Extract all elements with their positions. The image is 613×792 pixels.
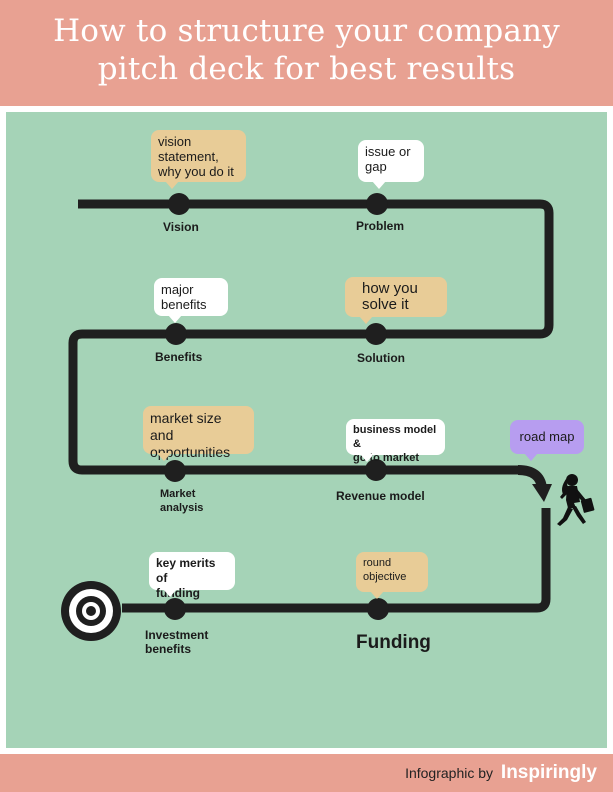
solution-bubble: how you solve it — [345, 277, 447, 324]
title-line-2: pitch deck for best results — [97, 51, 516, 87]
market-bubble-line-1: market size and — [150, 410, 222, 443]
vision-bubble-line-3: why you do it — [158, 164, 234, 179]
vision-bubble: vision statement, why you do it — [151, 130, 246, 189]
roadmap-bubble: road map — [510, 420, 584, 461]
vision-bubble-line-2: statement, — [158, 149, 219, 164]
stage-dot-funding — [367, 598, 389, 620]
footer-credit: Infographic by Inspiringly — [405, 760, 597, 786]
footer-brand: Inspiringly — [500, 762, 597, 783]
revenue-label: Revenue model — [336, 489, 425, 503]
benefits-bubble: major benefits — [154, 278, 228, 323]
stage-dot-vision — [168, 193, 190, 215]
solution-bubble-line-2: solve it — [362, 296, 409, 313]
funding-bubble-line-2: objective — [363, 571, 407, 583]
page-title: How to structure your company pitch deck… — [0, 12, 613, 88]
revenue-bubble-line-2: go to market — [353, 452, 420, 464]
stage-dot-revenue — [365, 459, 387, 481]
benefits-label: Benefits — [155, 350, 203, 364]
market-bubble-line-2: opportunities — [150, 444, 231, 460]
market-label-line-2: analysis — [160, 502, 204, 514]
vision-label: Vision — [163, 220, 199, 234]
stage-dot-problem — [366, 193, 388, 215]
revenue-bubble: business model & go to market — [346, 419, 445, 464]
funding-bubble: round objective — [356, 552, 428, 599]
problem-bubble-line-2: gap — [365, 159, 387, 174]
benefits-bubble-line-1: major — [161, 282, 194, 297]
stage-dot-market — [164, 460, 186, 482]
businesswoman-icon — [557, 474, 595, 526]
market-bubble: market size and opportunities — [143, 406, 254, 461]
revenue-bubble-line-1: business model & — [353, 424, 437, 450]
investment-label-line-2: benefits — [145, 642, 192, 656]
footer-banner: Infographic by Inspiringly — [0, 754, 613, 792]
header-banner: How to structure your company pitch deck… — [0, 0, 613, 106]
stage-dot-investment — [164, 598, 186, 620]
stage-dot-benefits — [165, 323, 187, 345]
vision-bubble-line-1: vision — [158, 134, 192, 149]
stage-dot-solution — [365, 323, 387, 345]
funding-bubble-line-1: round — [363, 557, 392, 569]
investment-label-line-1: Investment — [145, 628, 209, 642]
problem-bubble-line-1: issue or — [365, 144, 411, 159]
funding-label: Funding — [356, 632, 431, 653]
investment-bubble-line-1: key merits of — [156, 556, 216, 585]
solution-label: Solution — [357, 351, 405, 365]
target-icon — [61, 581, 121, 641]
investment-bubble-line-2: funding — [156, 586, 200, 600]
problem-bubble: issue or gap — [358, 140, 424, 189]
market-label-line-1: Market — [160, 488, 196, 500]
benefits-bubble-line-2: benefits — [161, 297, 207, 312]
footer-prefix: Infographic by — [405, 765, 494, 781]
investment-label: Investment benefits — [145, 628, 208, 656]
road-path — [68, 199, 554, 475]
solution-bubble-line-1: how you — [362, 280, 418, 297]
title-line-1: How to structure your company — [53, 13, 560, 49]
problem-label: Problem — [356, 219, 405, 233]
investment-bubble: key merits of funding — [149, 552, 235, 600]
road-path-end — [122, 508, 551, 613]
diagram-canvas — [6, 112, 607, 748]
arrow-down-icon — [517, 465, 552, 502]
market-label: Market analysis — [160, 487, 203, 515]
